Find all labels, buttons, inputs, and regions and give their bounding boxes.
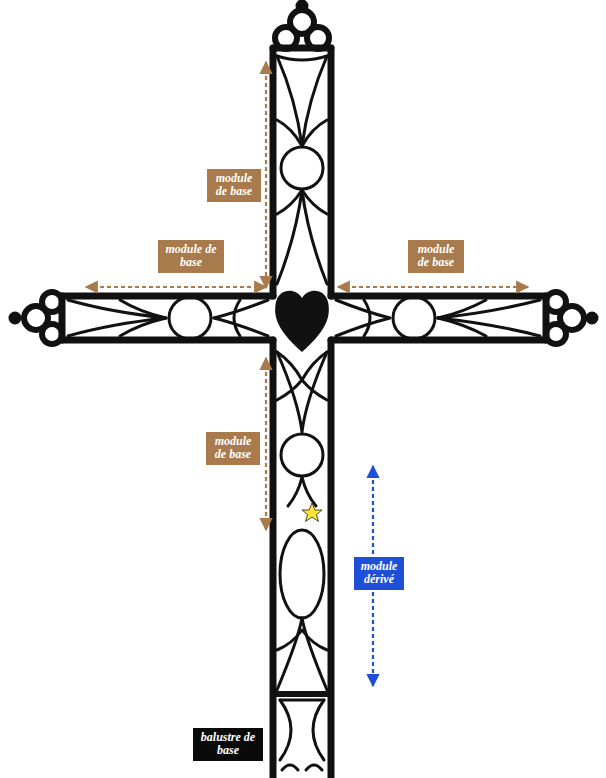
label-text: module de base <box>162 243 220 270</box>
upper-module-ornament <box>277 56 327 284</box>
label-box: module de base <box>207 169 261 202</box>
label-box: balustre de base <box>193 728 263 761</box>
top-finial <box>275 3 329 50</box>
star-marker <box>302 503 322 522</box>
heart <box>275 291 329 352</box>
label-box: module de base <box>408 240 464 273</box>
left-module-ornament <box>68 297 268 339</box>
label-box: module dérivé <box>354 557 404 590</box>
label-text: module de base <box>412 243 460 270</box>
lower-module-ornament <box>273 352 331 770</box>
label-text: module de base <box>211 172 257 199</box>
label-text: module de base <box>210 435 256 462</box>
vertical-bar <box>273 48 331 778</box>
label-text: module dérivé <box>358 560 400 587</box>
label-box: module de base <box>206 432 260 465</box>
right-module-ornament <box>336 297 540 339</box>
label-box: module de base <box>158 240 224 273</box>
label-text: balustre de base <box>197 731 259 758</box>
module-dimension-arrows <box>86 62 528 530</box>
